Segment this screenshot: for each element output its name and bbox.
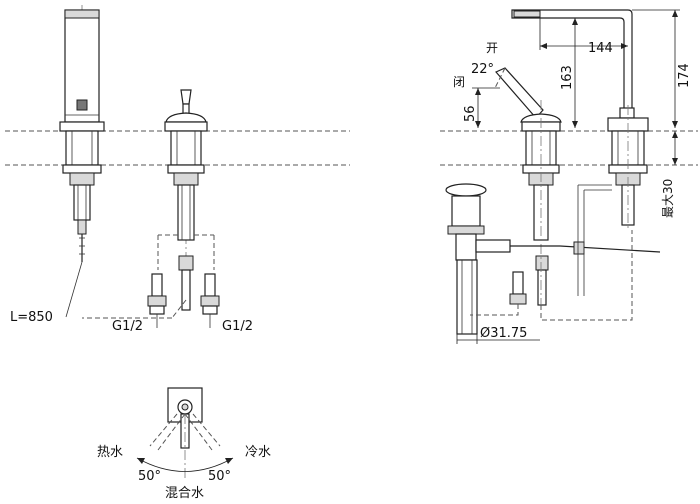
open-angle-label: 22° — [471, 62, 494, 77]
spout-dimensions — [472, 9, 680, 165]
handle-side-view — [494, 67, 562, 310]
rotation-diagram — [136, 387, 234, 478]
drain-linkage — [509, 184, 661, 305]
hot-water-label: 热水 — [97, 445, 123, 460]
cold-supply-pipe — [200, 273, 220, 328]
valve-front-view — [82, 89, 215, 319]
spout-front-view — [59, 5, 105, 318]
right-angle-label: 50° — [208, 469, 231, 484]
close-label: 闭 — [453, 75, 465, 89]
drain-diameter-label: Ø31.75 — [480, 326, 527, 341]
open-label: 开 — [486, 41, 498, 55]
hot-hose-route — [540, 230, 633, 321]
spout-side-view — [511, 9, 649, 230]
thread-label-left: G1/2 — [112, 319, 143, 334]
cold-hose-route — [470, 304, 519, 316]
popup-drain — [445, 183, 540, 344]
mixed-water-label: 混合水 — [165, 486, 204, 501]
hot-supply-pipe — [147, 273, 167, 328]
spout-reach-label: 144 — [588, 41, 613, 56]
max-deck-label: 最大30 — [661, 179, 675, 218]
spout-height-label: 163 — [560, 65, 575, 90]
cold-water-label: 冷水 — [245, 445, 271, 460]
left-angle-label: 50° — [138, 469, 161, 484]
total-height-label: 174 — [677, 63, 692, 88]
countertop-lines — [5, 130, 698, 166]
thread-label-right: G1/2 — [222, 319, 253, 334]
handle-height-label: 56 — [463, 105, 478, 122]
hose-length-label: L=850 — [10, 310, 53, 325]
